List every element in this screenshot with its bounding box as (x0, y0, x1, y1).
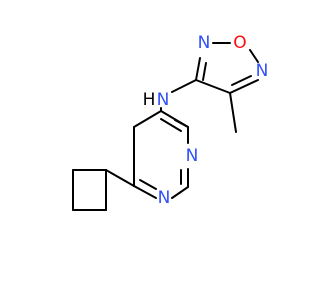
atom-n-oxadiazole-top: N (198, 33, 211, 53)
bond-pyr-c5-c6 (133, 110, 162, 128)
bond-oxa-n5-c4 (229, 79, 259, 94)
molecule-structure: N O N N H N N (72, 33, 269, 211)
bond-oxa-c3-n2-inner (202, 62, 207, 81)
atom-n-amine: N (157, 90, 170, 110)
bond-pyr-c6-n1-inner (139, 179, 157, 190)
bond-pyr-n1-c2 (171, 186, 189, 199)
bond-amine-pyr (174, 119, 189, 128)
atom-n-pyrimidine-bottom: N (158, 188, 171, 208)
bond-amine-oxadiazole (171, 79, 197, 93)
bond-pyr-c4-c5-inner (160, 118, 182, 132)
atom-o-oxadiazole: O (233, 33, 246, 53)
atom-labels: N O N N H N N (143, 33, 269, 208)
bond-cyclobutyl-pyrimidine (105, 169, 135, 187)
bond-pyr-c6-n1 (133, 185, 157, 199)
bond-oxa-c4-c3 (195, 79, 231, 94)
atom-n-pyrimidine-top: N (186, 146, 199, 166)
molecule-canvas: N O N N H N N (72, 33, 269, 211)
bond-oxa-n5-c4-inner (231, 75, 252, 86)
bond-methyl (229, 92, 237, 133)
bond-oxa-c3-n2 (195, 57, 201, 81)
atom-h-amine: H (143, 90, 156, 110)
bond-oxa-o1-n5 (249, 49, 259, 63)
atom-n-oxadiazole-right: N (256, 61, 269, 81)
bonds (72, 42, 259, 211)
